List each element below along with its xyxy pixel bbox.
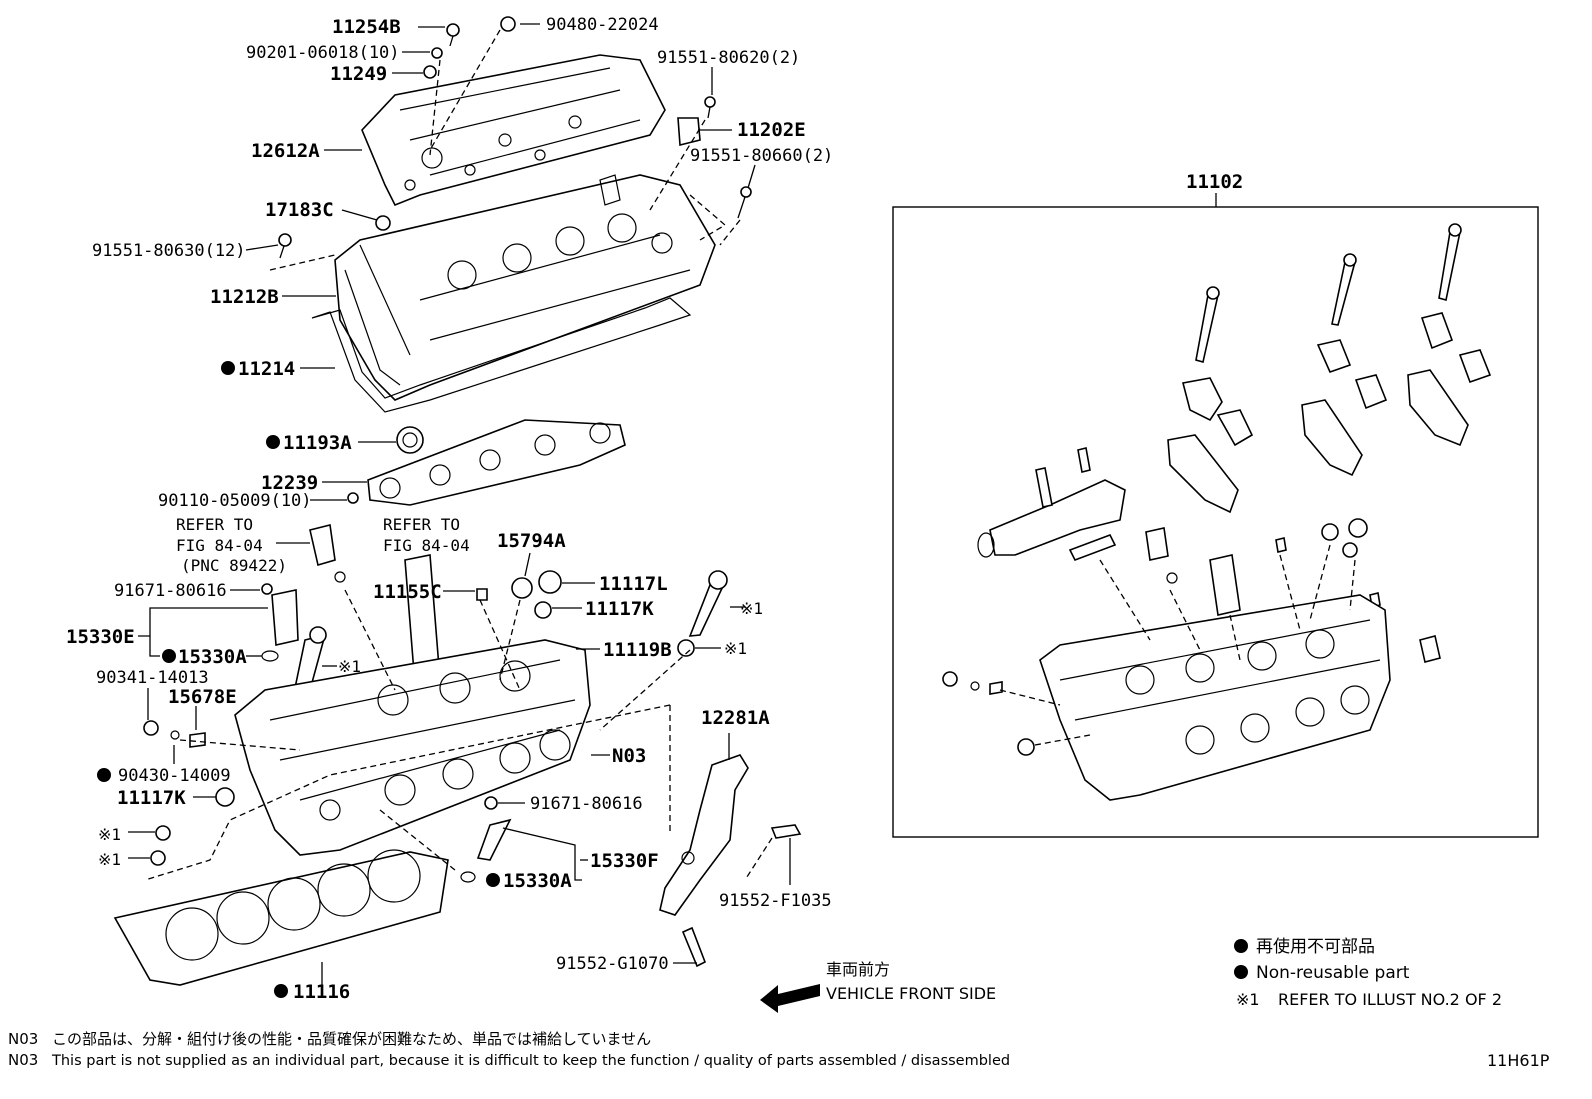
assembly-bolts xyxy=(1195,223,1462,364)
label-90480-22024: 90480-22024 xyxy=(546,15,659,35)
assembly-frame xyxy=(892,206,1539,838)
label-12612A: 12612A xyxy=(251,140,320,162)
label-15330A-top: 15330A xyxy=(178,646,247,668)
refer-note-1-line1: REFER TO xyxy=(176,515,253,534)
intake-gaskets xyxy=(347,419,626,506)
figure-id: 11H61P xyxy=(1487,1051,1550,1070)
legend-ref-text: REFER TO ILLUST NO.2 OF 2 xyxy=(1278,990,1502,1009)
assembled-head xyxy=(1039,594,1391,801)
label-11202E: 11202E xyxy=(737,119,806,141)
legend: 再使用不可部品 Non-reusable part ※1 REFER TO IL… xyxy=(1234,936,1502,1009)
legend-en: Non-reusable part xyxy=(1256,963,1410,983)
label-12281A: 12281A xyxy=(701,707,770,729)
cylinder-head-cover xyxy=(334,174,716,401)
ref-mark-5: ※1 xyxy=(98,850,121,869)
direction-jp: 車両前方 xyxy=(826,960,890,979)
label-11193A: 11193A xyxy=(283,432,352,454)
refer-note-1-line3: (PNC 89422) xyxy=(181,556,287,575)
cover-gasket xyxy=(311,297,692,413)
label-11117L: 11117L xyxy=(599,573,668,595)
assembly-fittings xyxy=(942,447,1441,756)
non-reusable-mark xyxy=(486,873,500,887)
non-reusable-mark xyxy=(221,361,235,375)
note-text-jp: この部品は、分解・組付け後の性能・品質確保が困難なため、単品では補給していません xyxy=(52,1030,651,1048)
label-15678E: 15678E xyxy=(168,686,237,708)
label-11102: 11102 xyxy=(1186,171,1243,193)
non-reusable-mark xyxy=(266,435,280,449)
label-11254B: 11254B xyxy=(332,16,401,38)
label-91551-80620: 91551-80620(2) xyxy=(657,48,800,68)
leader-lines xyxy=(128,23,1217,988)
assembly-11102: 11102 xyxy=(892,171,1539,838)
cam-caps xyxy=(1167,312,1492,514)
label-11117K-bottom: 11117K xyxy=(117,787,186,809)
label-17183C: 17183C xyxy=(265,199,334,221)
label-11212B: 11212B xyxy=(210,286,279,308)
label-12239: 12239 xyxy=(261,472,318,494)
label-90341-14013: 90341-14013 xyxy=(96,668,209,688)
label-11249: 11249 xyxy=(330,63,387,85)
note-code-jp: N03 xyxy=(8,1030,38,1048)
label-11117K-top: 11117K xyxy=(585,598,654,620)
label-11155C: 11155C xyxy=(373,581,442,603)
refer-note-1-line2: FIG 84-04 xyxy=(176,536,263,555)
vehicle-front-indicator: 車両前方 VEHICLE FRONT SIDE xyxy=(760,960,996,1013)
label-91671-80616-top: 91671-80616 xyxy=(114,581,227,601)
label-15330A-bottom: 15330A xyxy=(503,870,572,892)
label-15794A: 15794A xyxy=(497,530,566,552)
front-arrow-icon xyxy=(760,984,820,1013)
ref-mark-1: ※1 xyxy=(740,599,763,618)
top-bolts xyxy=(278,16,752,259)
label-90110-05009: 90110-05009(10) xyxy=(158,491,312,511)
label-91671-80616-bottom: 91671-80616 xyxy=(530,794,643,814)
label-91551-80660: 91551-80660(2) xyxy=(690,146,833,166)
cylinder-head-cover-cap xyxy=(361,54,666,207)
non-reusable-legend-dot xyxy=(1234,939,1248,953)
label-15330F: 15330F xyxy=(590,850,659,872)
head-gasket xyxy=(113,849,449,986)
ref-mark-2: ※1 xyxy=(724,639,747,658)
cylinder-head-left xyxy=(234,639,591,856)
label-91551-80630: 91551-80630(12) xyxy=(92,241,246,261)
assembly-dashed-lines xyxy=(999,544,1356,746)
non-reusable-mark xyxy=(97,768,111,782)
legend-jp: 再使用不可部品 xyxy=(1256,936,1375,957)
label-11116: 11116 xyxy=(293,981,350,1003)
label-91552-F1035: 91552-F1035 xyxy=(719,891,832,911)
label-90430-14009: 90430-14009 xyxy=(118,766,231,786)
label-15330E: 15330E xyxy=(66,626,135,648)
engine-hanger xyxy=(659,754,802,968)
refer-note-2-line2: FIG 84-04 xyxy=(383,536,470,555)
callout-labels: 11254B 90480-22024 90201-06018(10) 11249… xyxy=(66,15,833,1003)
sensors-plugs xyxy=(143,524,728,883)
label-11119B: 11119B xyxy=(603,639,672,661)
non-reusable-legend-dot xyxy=(1234,965,1248,979)
assembly-lines xyxy=(144,29,773,881)
non-reusable-mark xyxy=(162,649,176,663)
direction-en: VEHICLE FRONT SIDE xyxy=(826,984,996,1003)
label-90201-06018: 90201-06018(10) xyxy=(246,43,400,63)
label-N03: N03 xyxy=(612,745,646,767)
non-reusable-mark xyxy=(274,984,288,998)
note-code-en: N03 xyxy=(8,1051,38,1069)
legend-ref-mark: ※1 xyxy=(1236,990,1260,1009)
footer-notes: N03 この部品は、分解・組付け後の性能・品質確保が困難なため、単品では補給して… xyxy=(8,1030,1550,1070)
ref-mark-3: ※1 xyxy=(338,657,361,676)
label-11214: 11214 xyxy=(238,358,295,380)
assembled-head-detail xyxy=(1059,619,1381,755)
ref-mark-4: ※1 xyxy=(98,825,121,844)
note-text-en: This part is not supplied as an individu… xyxy=(51,1053,1010,1069)
refer-note-2-line1: REFER TO xyxy=(383,515,460,534)
label-91552-G1070: 91552-G1070 xyxy=(556,954,669,974)
